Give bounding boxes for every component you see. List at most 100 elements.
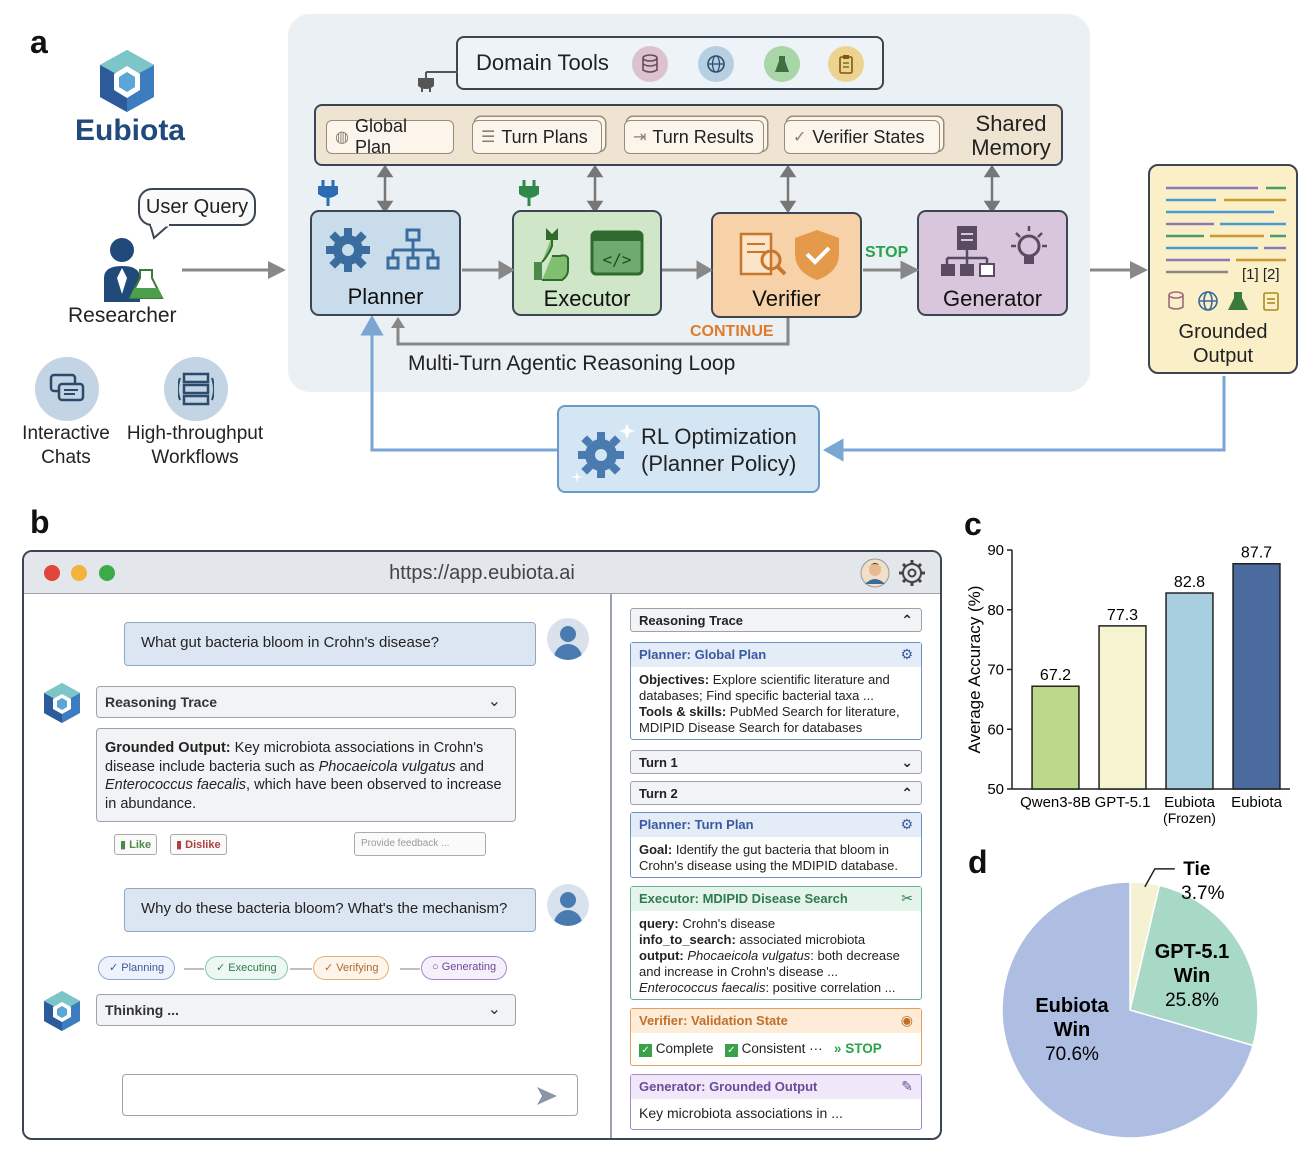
reasoning-trace-dropdown[interactable]: Reasoning Trace⌄ xyxy=(96,686,516,718)
gear-icon: ⚙ xyxy=(900,646,913,662)
bar-value-label: 77.3 xyxy=(1107,607,1138,624)
speech-tail-icon xyxy=(148,224,172,240)
assistant-logo-icon xyxy=(44,683,80,723)
pie-slice-value: 25.8% xyxy=(1165,990,1219,1011)
check-icon: ✓ xyxy=(216,962,226,974)
feedback-input[interactable]: Provide feedback ... xyxy=(354,832,486,856)
address-bar[interactable]: https://app.eubiota.ai xyxy=(389,562,575,584)
bar xyxy=(1031,685,1080,790)
executor-label: Executor xyxy=(543,286,631,311)
bar xyxy=(1165,592,1214,790)
generator-agent: Generator xyxy=(917,210,1068,316)
domain-tools-box: Domain Tools xyxy=(456,36,884,90)
edit-icon: ✎ xyxy=(901,1078,913,1094)
y-tick-label: 70 xyxy=(987,662,1004,679)
executor-agent: </> Executor xyxy=(512,210,662,316)
rl-optimization-box: RL Optimization (Planner Policy) xyxy=(557,405,820,493)
tools-icon: ✂ xyxy=(901,890,913,906)
checkbox-checked-icon: ✓ xyxy=(724,1044,738,1057)
continue-loop-arrow xyxy=(391,317,790,346)
verifier-shield-icon xyxy=(739,230,839,280)
panel-c-letter: c xyxy=(964,506,982,542)
shared-memory-label: Shared Memory xyxy=(971,111,1051,160)
memory-arrows xyxy=(376,166,1001,212)
checkbox-checked-icon: ✓ xyxy=(639,1044,652,1057)
workflow-icon xyxy=(164,357,228,421)
x-tick-label: Eubiota xyxy=(1231,794,1283,811)
assistant-logo-icon xyxy=(44,991,80,1031)
x-tick-label: (Frozen) xyxy=(1163,810,1216,826)
verifier-agent: Verifier xyxy=(711,212,862,318)
turn-2-header[interactable]: Turn 2⌃ xyxy=(630,781,922,805)
pie-slice-name: Tie xyxy=(1183,859,1210,880)
executor-tools-icon: </> xyxy=(534,228,644,281)
planner-label: Planner xyxy=(347,284,424,309)
generator-label: Generator xyxy=(942,286,1043,311)
bar xyxy=(1232,562,1281,790)
bar-value-label: 67.2 xyxy=(1040,667,1071,684)
grounded-output-label: Grounded Output xyxy=(1178,321,1268,367)
document-lines-icon xyxy=(1166,186,1286,274)
maximize-window-button[interactable] xyxy=(99,565,115,581)
thumbs-down-icon: ▮ xyxy=(176,839,183,851)
status-generating: ○ Generating xyxy=(421,956,508,980)
globe-icon xyxy=(698,46,734,82)
close-window-button[interactable] xyxy=(44,565,60,581)
status-verifying: ✓ Verifying xyxy=(313,956,390,980)
pane-divider xyxy=(610,594,612,1138)
user-message-2: Why do these bacteria bloom? What's the … xyxy=(124,888,536,932)
user-query-bubble: User Query xyxy=(138,188,256,226)
agent-flow-arrows xyxy=(462,260,920,280)
rl-label: RL Optimization (Planner Policy) xyxy=(641,424,797,476)
y-tick-label: 60 xyxy=(987,721,1004,738)
memory-verifier-states: ✓Verifier States xyxy=(784,120,940,154)
chevron-down-icon: ⌄ xyxy=(901,754,913,770)
pie-slice-name: Win xyxy=(1174,965,1210,987)
dislike-button[interactable]: ▮ Dislike xyxy=(170,834,227,855)
check-icon: ✓ xyxy=(109,962,119,974)
plug-icon xyxy=(418,71,458,92)
executor-plug-icon xyxy=(519,180,539,206)
side-trace-header[interactable]: Reasoning Trace⌃ xyxy=(630,608,922,632)
double-chevron-icon: » xyxy=(833,1041,842,1056)
user-avatar-icon[interactable] xyxy=(860,558,890,588)
chevron-down-icon: ⌄ xyxy=(487,693,501,710)
grounded-output-box: [1] [2] Grounded Output xyxy=(1148,164,1298,374)
minimize-window-button[interactable] xyxy=(71,565,87,581)
planner-plug-icon xyxy=(318,180,338,206)
researcher-icon xyxy=(104,238,164,302)
export-icon: ⇥ xyxy=(633,129,647,146)
stop-label: STOP xyxy=(865,244,909,261)
pie-slice-name: Win xyxy=(1054,1019,1090,1041)
output-references: [1] [2] xyxy=(1242,266,1280,283)
researcher-label: Researcher xyxy=(68,304,177,327)
like-button[interactable]: ▮ Like xyxy=(114,834,158,855)
pie-slice xyxy=(1001,881,1254,1139)
turn-1-header[interactable]: Turn 1⌄ xyxy=(630,750,922,774)
interactive-chats-label: Interactive Chats xyxy=(22,423,110,468)
thumbs-up-icon: ▮ xyxy=(120,839,127,851)
grounded-output-message: Grounded Output: Key microbiota associat… xyxy=(96,728,516,822)
thinking-dropdown[interactable]: Thinking ...⌄ xyxy=(96,994,516,1026)
pie-slice-value: 3.7% xyxy=(1181,883,1224,904)
continue-label: CONTINUE xyxy=(688,323,776,341)
settings-gear-icon[interactable] xyxy=(898,559,926,587)
planner-agent: Planner xyxy=(310,210,461,316)
browser-titlebar: https://app.eubiota.ai xyxy=(24,552,940,594)
chevron-down-icon: ⌄ xyxy=(487,1001,501,1018)
globe-icon: ◍ xyxy=(335,129,349,146)
rl-gear-icon xyxy=(571,423,635,483)
brand-name: Eubiota xyxy=(75,114,185,147)
status-executing: ✓ Executing xyxy=(205,956,288,980)
send-icon[interactable] xyxy=(535,1085,559,1107)
turn-plan-card: Planner: Turn Plan⚙ Goal: Identify the g… xyxy=(630,812,922,878)
query-arrow xyxy=(182,261,286,279)
circle-icon: ○ xyxy=(432,961,439,973)
chevron-up-icon: ⌃ xyxy=(901,785,913,801)
y-tick-label: 50 xyxy=(987,781,1004,798)
generator-bulb-icon xyxy=(941,226,1047,277)
chat-input[interactable] xyxy=(122,1074,578,1116)
high-throughput-label: High-throughput Workflows xyxy=(126,423,264,468)
